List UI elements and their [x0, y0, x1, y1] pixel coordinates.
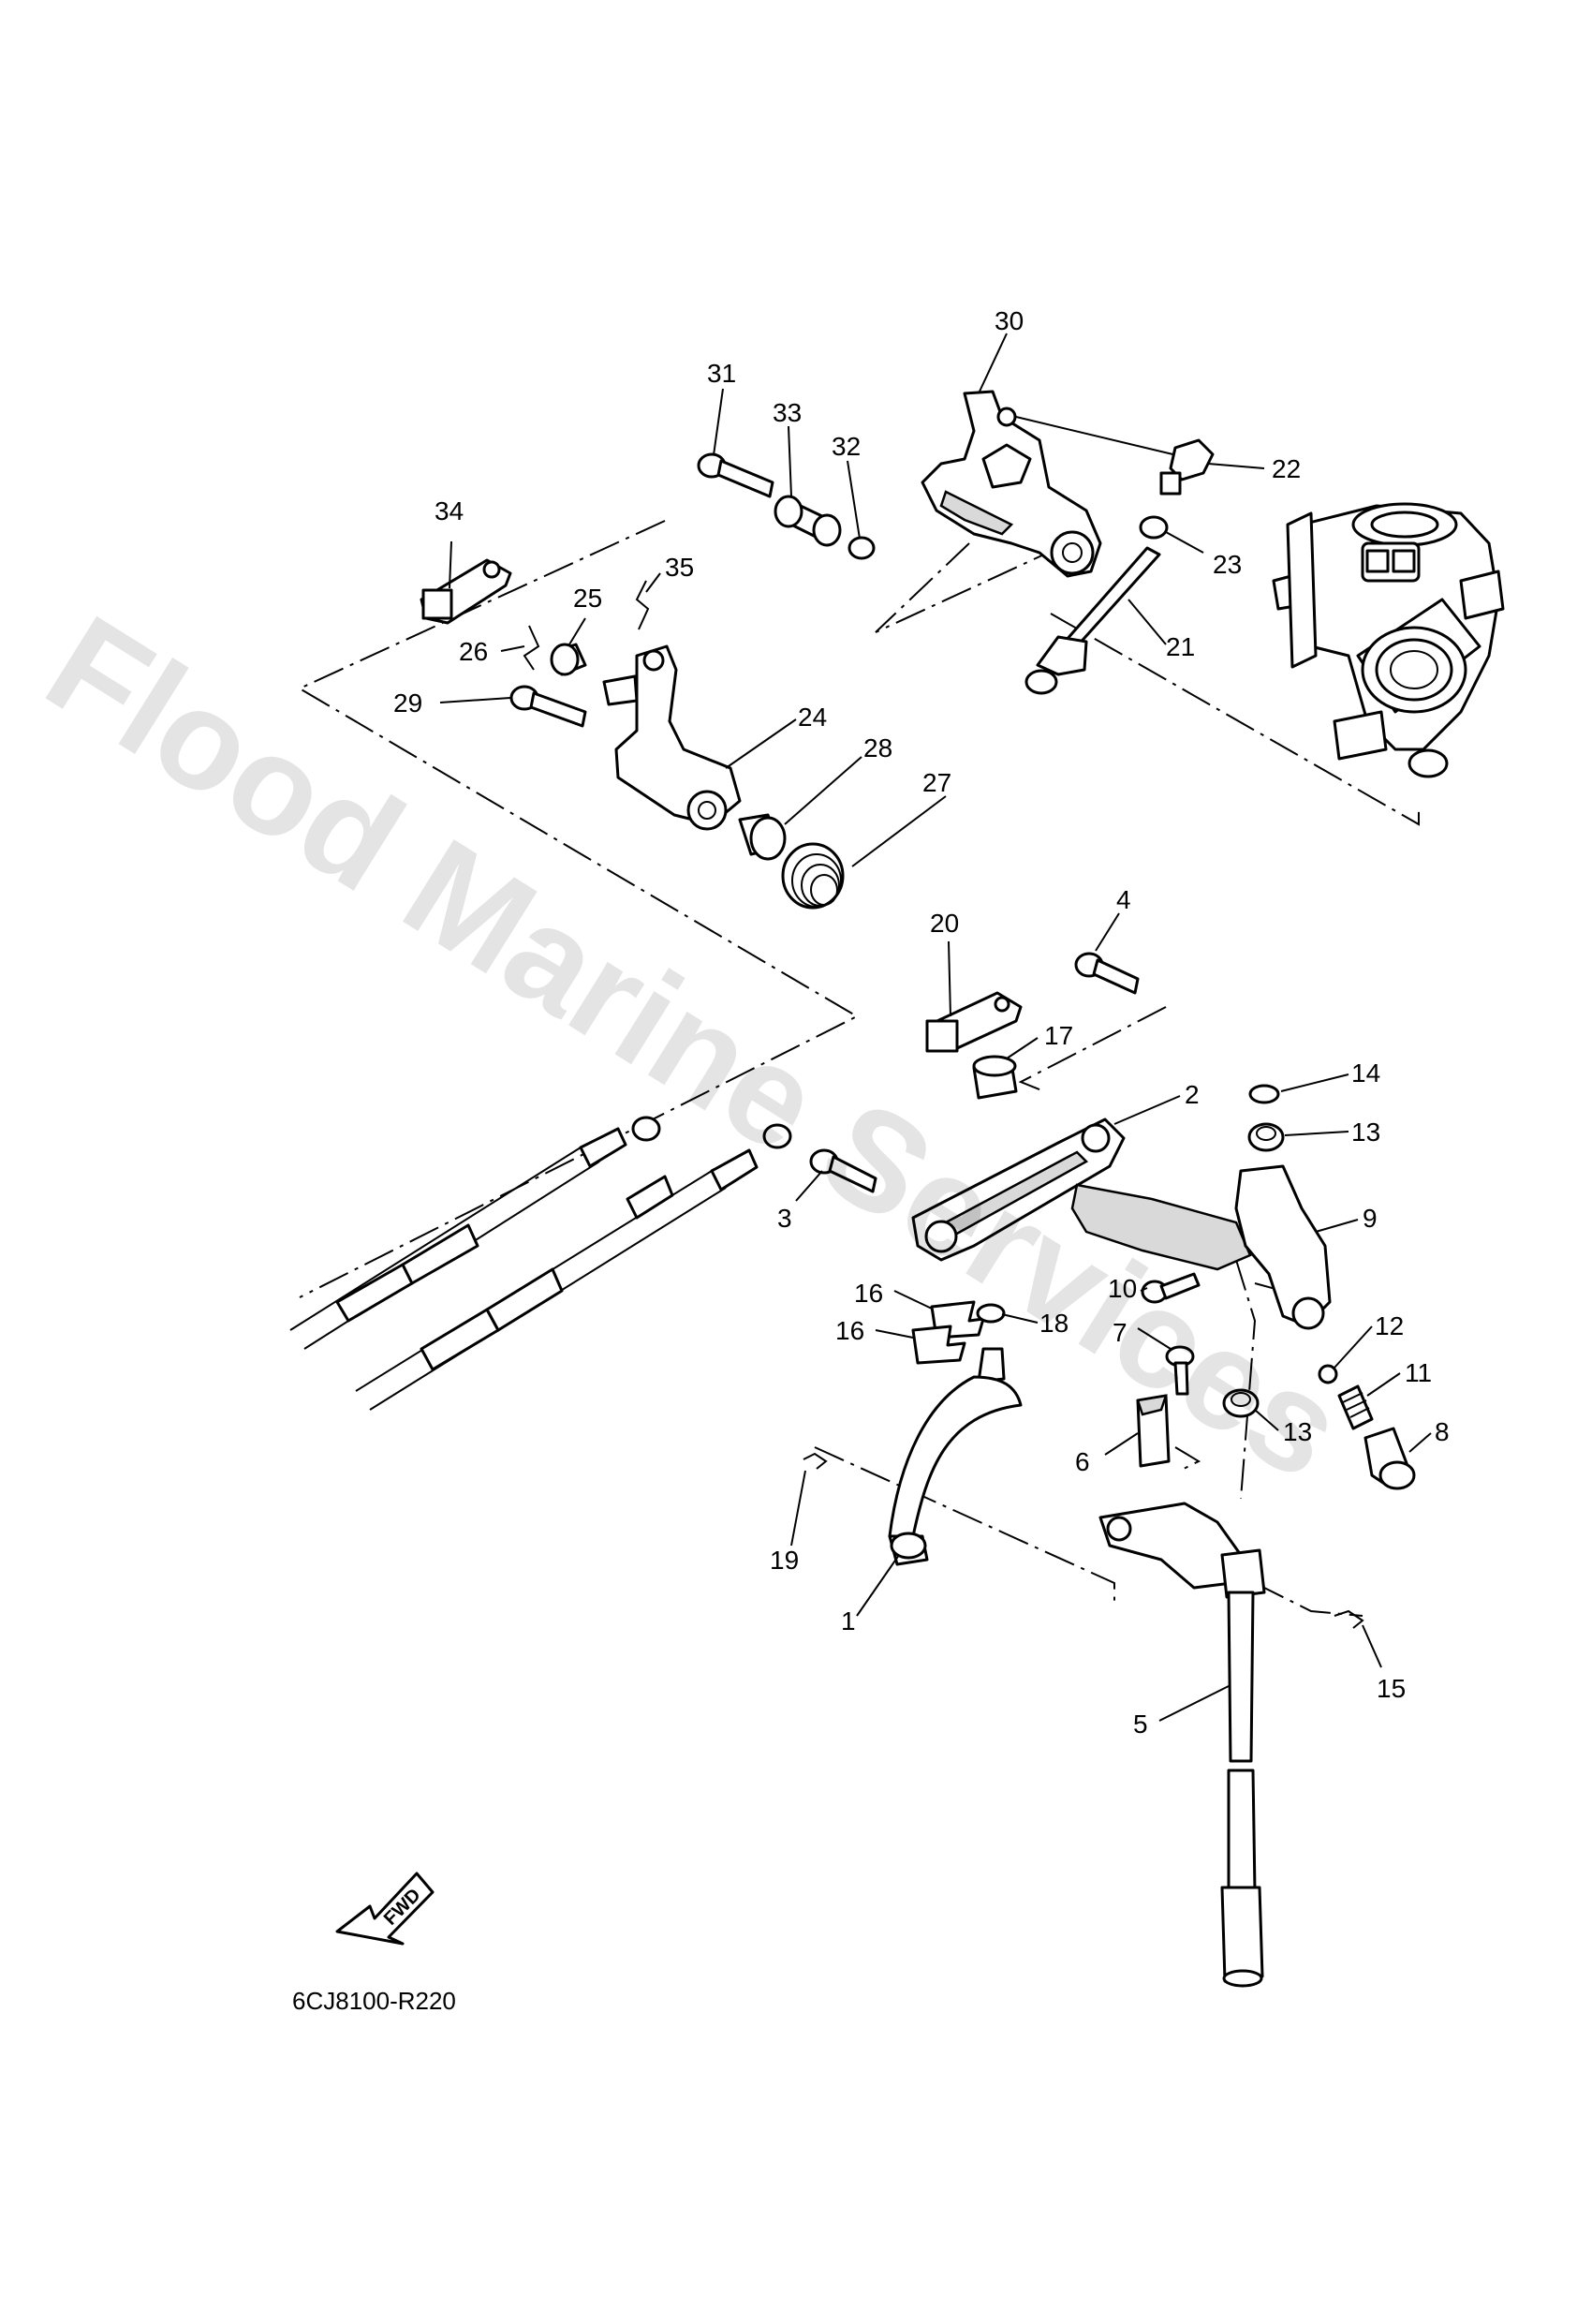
callout-6: 6 — [1075, 1447, 1090, 1476]
part-12-ball — [1318, 1364, 1338, 1384]
callout-23: 23 — [1213, 550, 1242, 579]
callout-8: 8 — [1435, 1417, 1450, 1446]
part-26-pin — [523, 625, 540, 671]
callout-30: 30 — [995, 306, 1024, 335]
part-13-upper-bush — [1247, 1122, 1285, 1152]
part-3-bolt — [809, 1148, 877, 1193]
part-27-spring — [781, 842, 845, 910]
callout-26: 26 — [459, 637, 488, 666]
callout-25: 25 — [573, 584, 602, 613]
cable-nuts — [631, 1116, 792, 1149]
part-32-clip — [847, 536, 876, 560]
part-9-lever — [1070, 1164, 1332, 1330]
callout-12: 12 — [1375, 1311, 1404, 1340]
part-18-washer — [976, 1303, 1006, 1324]
part-10-bolt — [1141, 1272, 1201, 1304]
callout-14: 14 — [1351, 1058, 1380, 1088]
callout-31: 31 — [707, 359, 736, 388]
callout-19: 19 — [770, 1546, 799, 1575]
part-28-collar — [738, 813, 787, 861]
part-4-bolt — [1074, 952, 1140, 995]
part-7-screw — [1165, 1345, 1195, 1396]
part-16-plates — [911, 1300, 985, 1365]
callout-11: 11 — [1405, 1358, 1432, 1387]
part-34-joint — [420, 558, 512, 625]
callout-29: 29 — [393, 688, 422, 718]
callout-32: 32 — [832, 432, 861, 461]
part-25-collar — [550, 643, 587, 676]
callout-7: 7 — [1113, 1318, 1127, 1347]
callout-10: 10 — [1108, 1274, 1137, 1303]
callout-22: 22 — [1272, 454, 1301, 483]
part-22-rod-end — [1159, 438, 1215, 496]
callout-15: 15 — [1377, 1674, 1406, 1703]
callout-16-upper: 16 — [854, 1279, 883, 1308]
fwd-arrow-icon: FWD — [335, 1872, 435, 1946]
part-23-nut — [1139, 515, 1169, 540]
part-17-collar — [972, 1055, 1018, 1100]
part-31-bolt — [697, 452, 774, 498]
callout-1: 1 — [841, 1606, 856, 1636]
callout-13-upper: 13 — [1351, 1118, 1380, 1147]
part-2-lever — [911, 1118, 1126, 1262]
part-11-spring — [1337, 1384, 1374, 1430]
part-33-collar — [774, 495, 842, 547]
callout-13-lower: 13 — [1283, 1417, 1312, 1446]
callout-33: 33 — [773, 398, 802, 427]
leader-lines — [439, 333, 1432, 1722]
part-19-pin — [803, 1452, 828, 1470]
callout-18: 18 — [1039, 1309, 1069, 1338]
callout-20: 20 — [930, 909, 959, 938]
callout-17: 17 — [1044, 1021, 1073, 1050]
part-24-lever — [602, 644, 742, 831]
part-6-plate — [1136, 1394, 1171, 1468]
part-13-lower-bush — [1222, 1388, 1260, 1418]
part-1-shift-arm — [888, 1347, 1023, 1566]
callout-5: 5 — [1133, 1710, 1148, 1739]
part-5-shift-rod — [1098, 1502, 1266, 1988]
part-14-washer — [1248, 1084, 1280, 1104]
callout-27: 27 — [922, 768, 951, 797]
callout-35: 35 — [665, 553, 694, 582]
callout-2: 2 — [1185, 1080, 1200, 1109]
part-8-plunger — [1363, 1427, 1416, 1490]
part-15-pin — [1334, 1609, 1364, 1629]
part-35-pin — [635, 580, 650, 630]
callout-24: 24 — [798, 703, 827, 732]
control-cables — [289, 1127, 759, 1411]
callout-21: 21 — [1166, 632, 1195, 661]
callout-9: 9 — [1363, 1204, 1378, 1233]
part-30-bracket — [921, 390, 1102, 578]
part-20-joint — [925, 991, 1023, 1053]
watermark: Flood Marine Services — [22, 585, 1369, 1509]
callout-34: 34 — [435, 496, 464, 525]
diagram-code: 6CJ8100-R220 — [292, 1987, 456, 2015]
callout-28: 28 — [863, 733, 892, 762]
part-29-bolt — [509, 685, 587, 728]
callout-16-lower: 16 — [835, 1316, 864, 1345]
callout-3: 3 — [777, 1204, 792, 1233]
callout-4: 4 — [1116, 885, 1131, 914]
throttle-body — [1272, 502, 1505, 778]
callouts: 30 31 33 32 22 23 21 34 35 25 26 29 24 2… — [393, 306, 1450, 1739]
part-21-rod — [1024, 546, 1161, 695]
